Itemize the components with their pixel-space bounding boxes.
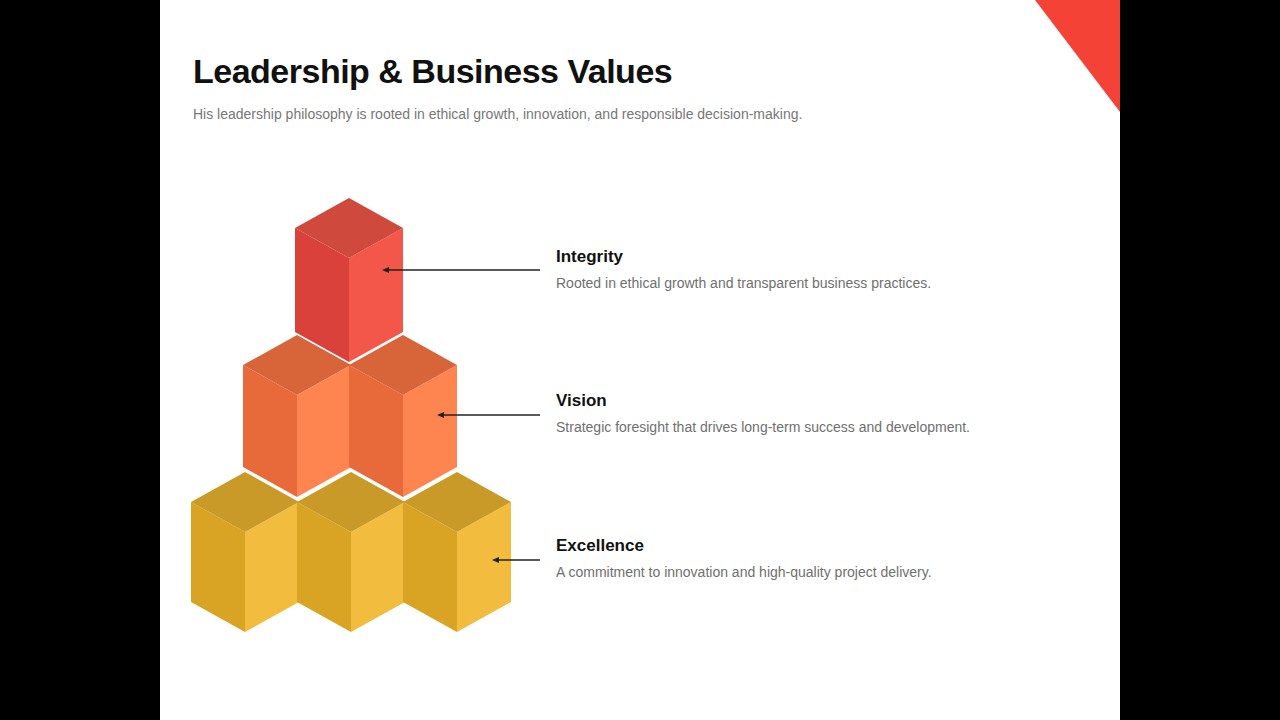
cube-top-face <box>297 472 405 532</box>
cube <box>403 472 511 632</box>
subtitle: His leadership philosophy is rooted in e… <box>193 106 802 122</box>
leader-lines <box>382 267 540 563</box>
corner-triangle <box>1035 0 1120 112</box>
leader-line <box>386 269 540 270</box>
leader-line <box>441 414 540 415</box>
cube <box>191 472 299 632</box>
value-heading: Integrity <box>556 247 623 267</box>
cube <box>349 335 457 497</box>
cube <box>297 472 405 632</box>
value-heading: Vision <box>556 391 607 411</box>
value-description: A commitment to innovation and high-qual… <box>556 564 932 580</box>
value-description: Rooted in ethical growth and transparent… <box>556 275 931 291</box>
slide-title: Leadership & Business Values <box>193 52 672 91</box>
cube-top-face <box>191 472 299 532</box>
cube <box>243 335 351 497</box>
leader-line <box>496 559 540 560</box>
value-heading: Excellence <box>556 536 644 556</box>
leader-arrowhead <box>382 267 389 273</box>
leader-arrowhead <box>437 412 444 418</box>
value-description: Strategic foresight that drives long-ter… <box>556 419 970 435</box>
leader-arrowhead <box>492 557 499 563</box>
cube <box>295 198 403 362</box>
cube-top-face <box>295 198 403 258</box>
cube-top-face <box>403 472 511 532</box>
